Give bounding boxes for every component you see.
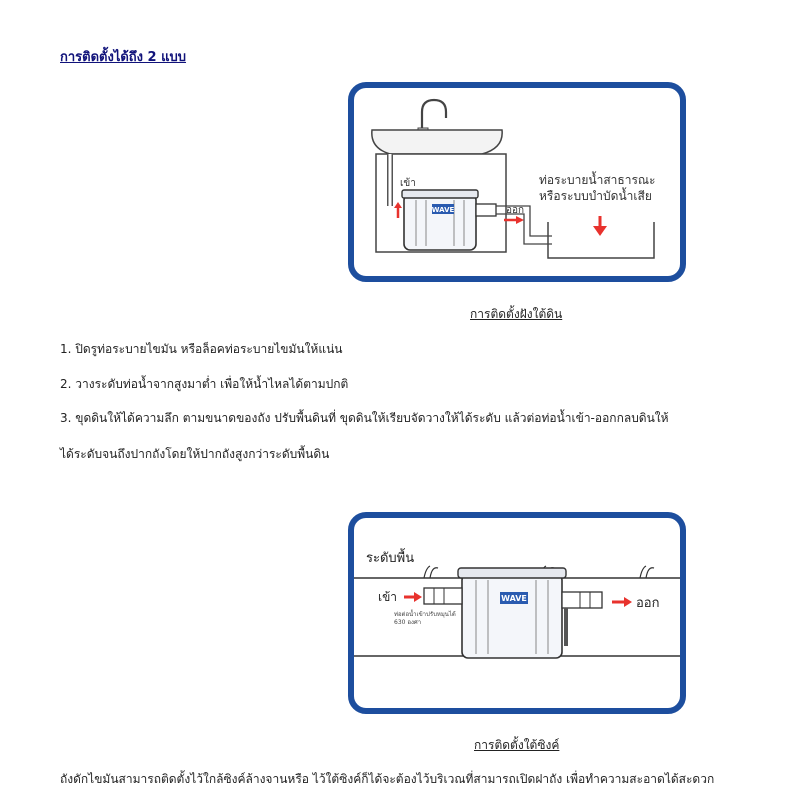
label-out: ออก xyxy=(636,596,660,611)
grass-icon xyxy=(423,565,439,579)
brand-badge xyxy=(500,592,528,604)
drain-label-line1: ท่อระบายน้ำสาธารณะ xyxy=(539,171,655,187)
sink-basin xyxy=(371,129,503,155)
drain-label-line2: หรือระบบบำบัดน้ำเสีย xyxy=(539,187,652,203)
outlet-pipe xyxy=(561,591,603,609)
label-in: เข้า xyxy=(400,177,416,189)
inlet-pipe xyxy=(423,587,463,605)
step-3: 3. ขุดดินให้ได้ความลึก ตามขนาดของถัง ปรั… xyxy=(60,411,669,425)
faucet-icon xyxy=(420,98,448,136)
brand-badge xyxy=(432,204,454,214)
tank-lid xyxy=(401,189,479,199)
public-drain xyxy=(547,222,655,259)
step-1: 1. ปิดรูท่อระบายไขมัน หรือล็อคท่อระบายไข… xyxy=(60,342,343,356)
rotation-note-line2: 630 องศา xyxy=(394,619,421,626)
underground-diagram: เข้า WAVE ออก ท่อระบายน้ำสาธารณะ หรือระบ… xyxy=(371,98,655,259)
section-heading: การติดตั้งได้ถึง 2 แบบ xyxy=(60,50,187,65)
rotation-note-line1: ท่อต่อน้ำเข้าปรับหมุนได้ xyxy=(394,608,456,618)
label-in: เข้า xyxy=(378,590,397,604)
outlet-pipe xyxy=(475,203,497,217)
undersink-diagram: ระดับพื้น WAVE เข้า ท่อต่อน้ำเข้าปรับหมุ… xyxy=(354,548,680,659)
footer-paragraph: ถังดักไขมันสามารถติดตั้งไว้ใกล้ซิงค์ล้าง… xyxy=(60,772,715,786)
grease-trap-tank xyxy=(461,573,563,659)
label-out: ออก xyxy=(506,205,524,216)
tank-lid xyxy=(457,567,567,579)
figure1-caption: การติดตั้งฝังใต้ดิน xyxy=(470,307,563,321)
brand-name: WAVE xyxy=(501,594,527,603)
brand-name: WAVE xyxy=(432,206,455,214)
ground-level-label: ระดับพื้น xyxy=(366,548,414,566)
step-3-continued: ได้ระดับจนถึงปากถังโดยให้ปากถังสูงกว่าระ… xyxy=(60,447,330,461)
step-2: 2. วางระดับท่อน้ำจากสูงมาต่ำ เพื่อให้น้ำ… xyxy=(60,377,349,391)
figure-underground-installation: เข้า WAVE ออก ท่อระบายน้ำสาธารณะ หรือระบ… xyxy=(348,82,686,282)
grass-icon xyxy=(639,565,655,579)
figure-undersink-installation: ระดับพื้น WAVE เข้า ท่อต่อน้ำเข้าปรับหมุ… xyxy=(348,512,686,714)
grease-trap-tank xyxy=(403,193,477,251)
figure2-caption: การติดตั้งใต้ซิงค์ xyxy=(474,738,560,752)
